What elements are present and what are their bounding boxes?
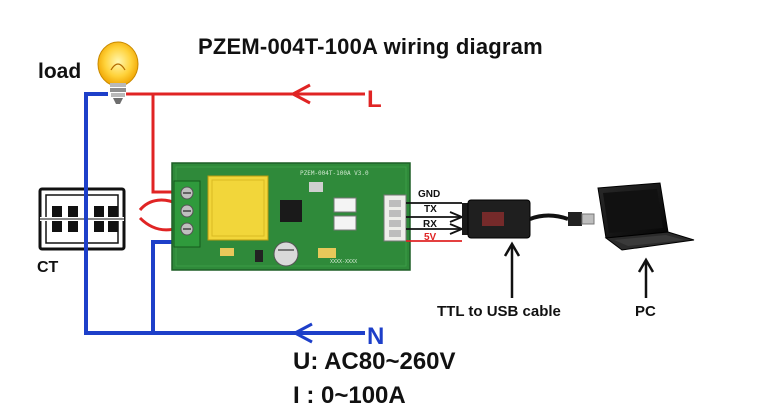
diagram-title: PZEM-004T-100A wiring diagram bbox=[198, 34, 543, 59]
current-spec: I : 0~100A bbox=[293, 382, 406, 409]
ttl-cable-label: TTL to USB cable bbox=[437, 303, 561, 320]
pin-header-connector bbox=[383, 194, 407, 242]
capacitor bbox=[273, 241, 299, 267]
neutral-arrow bbox=[291, 322, 313, 344]
ic-chip bbox=[280, 200, 302, 222]
line-arrow bbox=[289, 83, 311, 105]
optocoupler-1 bbox=[333, 197, 357, 213]
line-label: L bbox=[367, 86, 382, 113]
optocoupler-2 bbox=[333, 215, 357, 231]
pin-rx-label: RX bbox=[423, 219, 437, 230]
svg-text:PZEM-004T-100A V3.0: PZEM-004T-100A V3.0 bbox=[300, 170, 369, 177]
live-wires bbox=[126, 92, 365, 232]
neutral-label: N bbox=[367, 323, 385, 350]
live-wire-module bbox=[151, 94, 178, 194]
laptop-icon bbox=[597, 182, 695, 251]
pc-label: PC bbox=[635, 303, 656, 320]
current-transformer-icon bbox=[38, 186, 126, 252]
load-label: load bbox=[38, 60, 82, 83]
svg-text:XXXX-XXXX: XXXX-XXXX bbox=[330, 259, 357, 265]
pin-tx-label: TX bbox=[424, 204, 437, 215]
ct-label: CT bbox=[37, 259, 59, 276]
screw-terminal bbox=[173, 180, 201, 248]
pin-gnd-label: GND bbox=[418, 189, 441, 200]
light-bulb-icon bbox=[97, 41, 139, 104]
pin-5v-label: 5V bbox=[424, 232, 437, 243]
neutral-wire-module bbox=[151, 240, 178, 333]
voltage-spec: U: AC80~260V bbox=[293, 348, 456, 375]
usb-adapter-icon bbox=[462, 199, 595, 239]
transformer bbox=[207, 175, 269, 241]
pc-pointer-arrow bbox=[637, 257, 655, 298]
pzem-module: PZEM-004T-100A V3.0 XXXX-XXXX bbox=[171, 162, 411, 271]
ttl-pointer-arrow bbox=[503, 241, 521, 298]
